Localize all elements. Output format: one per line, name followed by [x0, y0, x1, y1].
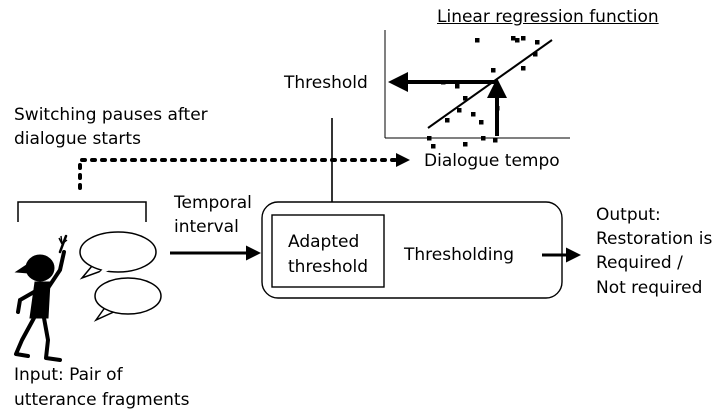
regression-plot: [384, 30, 570, 149]
scatter-point: [535, 40, 540, 45]
scatter-point: [533, 52, 538, 57]
regression-points: [427, 36, 540, 149]
switching-pauses-label-line1: Switching pauses after: [14, 105, 208, 125]
output-label-line1: Output:: [596, 205, 661, 225]
scatter-point: [463, 96, 468, 101]
adapted-threshold-label-line2: threshold: [288, 257, 369, 277]
dotted-arrow: [78, 158, 400, 190]
dotted-arrow-head: [396, 153, 410, 167]
regression-title: Linear regression function: [437, 7, 659, 27]
scatter-point: [479, 120, 484, 125]
scatter-point: [521, 36, 526, 41]
threshold-label: Threshold: [284, 73, 368, 93]
scatter-point: [521, 66, 526, 71]
output-label-line3: Required /: [596, 253, 683, 273]
output-label-line2: Restoration is: [596, 229, 713, 249]
output-label-line4: Not required: [596, 278, 703, 298]
scatter-point: [515, 38, 520, 43]
scatter-point: [431, 144, 436, 149]
input-bracket: [17, 201, 147, 222]
input-label-line2: utterance fragments: [14, 390, 190, 410]
scatter-point: [511, 36, 516, 41]
thresholding-label: Thresholding: [404, 245, 515, 265]
scatter-point: [463, 142, 468, 147]
scatter-point: [491, 68, 496, 73]
adapted-threshold-label-line1: Adapted: [288, 232, 360, 252]
scatter-point: [475, 38, 480, 43]
temporal-interval-label-line2: interval: [174, 217, 239, 237]
input-label-line1: Input: Pair of: [14, 365, 123, 385]
adapted-threshold-box: [271, 214, 385, 288]
scatter-point: [481, 136, 486, 141]
scatter-point: [471, 112, 476, 117]
temporal-interval-label-line1: Temporal: [174, 193, 252, 213]
switching-pauses-label-line2: dialogue starts: [14, 129, 141, 149]
speech-bubble-icon: [93, 277, 162, 322]
speech-bubble-icon: [79, 231, 157, 280]
scatter-point: [445, 118, 450, 123]
speaker-figure-icon: [14, 234, 68, 362]
dialogue-tempo-label: Dialogue tempo: [424, 151, 560, 171]
scatter-point: [455, 84, 460, 89]
scatter-point: [493, 138, 498, 143]
scatter-point: [457, 108, 462, 113]
scatter-point: [427, 136, 432, 141]
